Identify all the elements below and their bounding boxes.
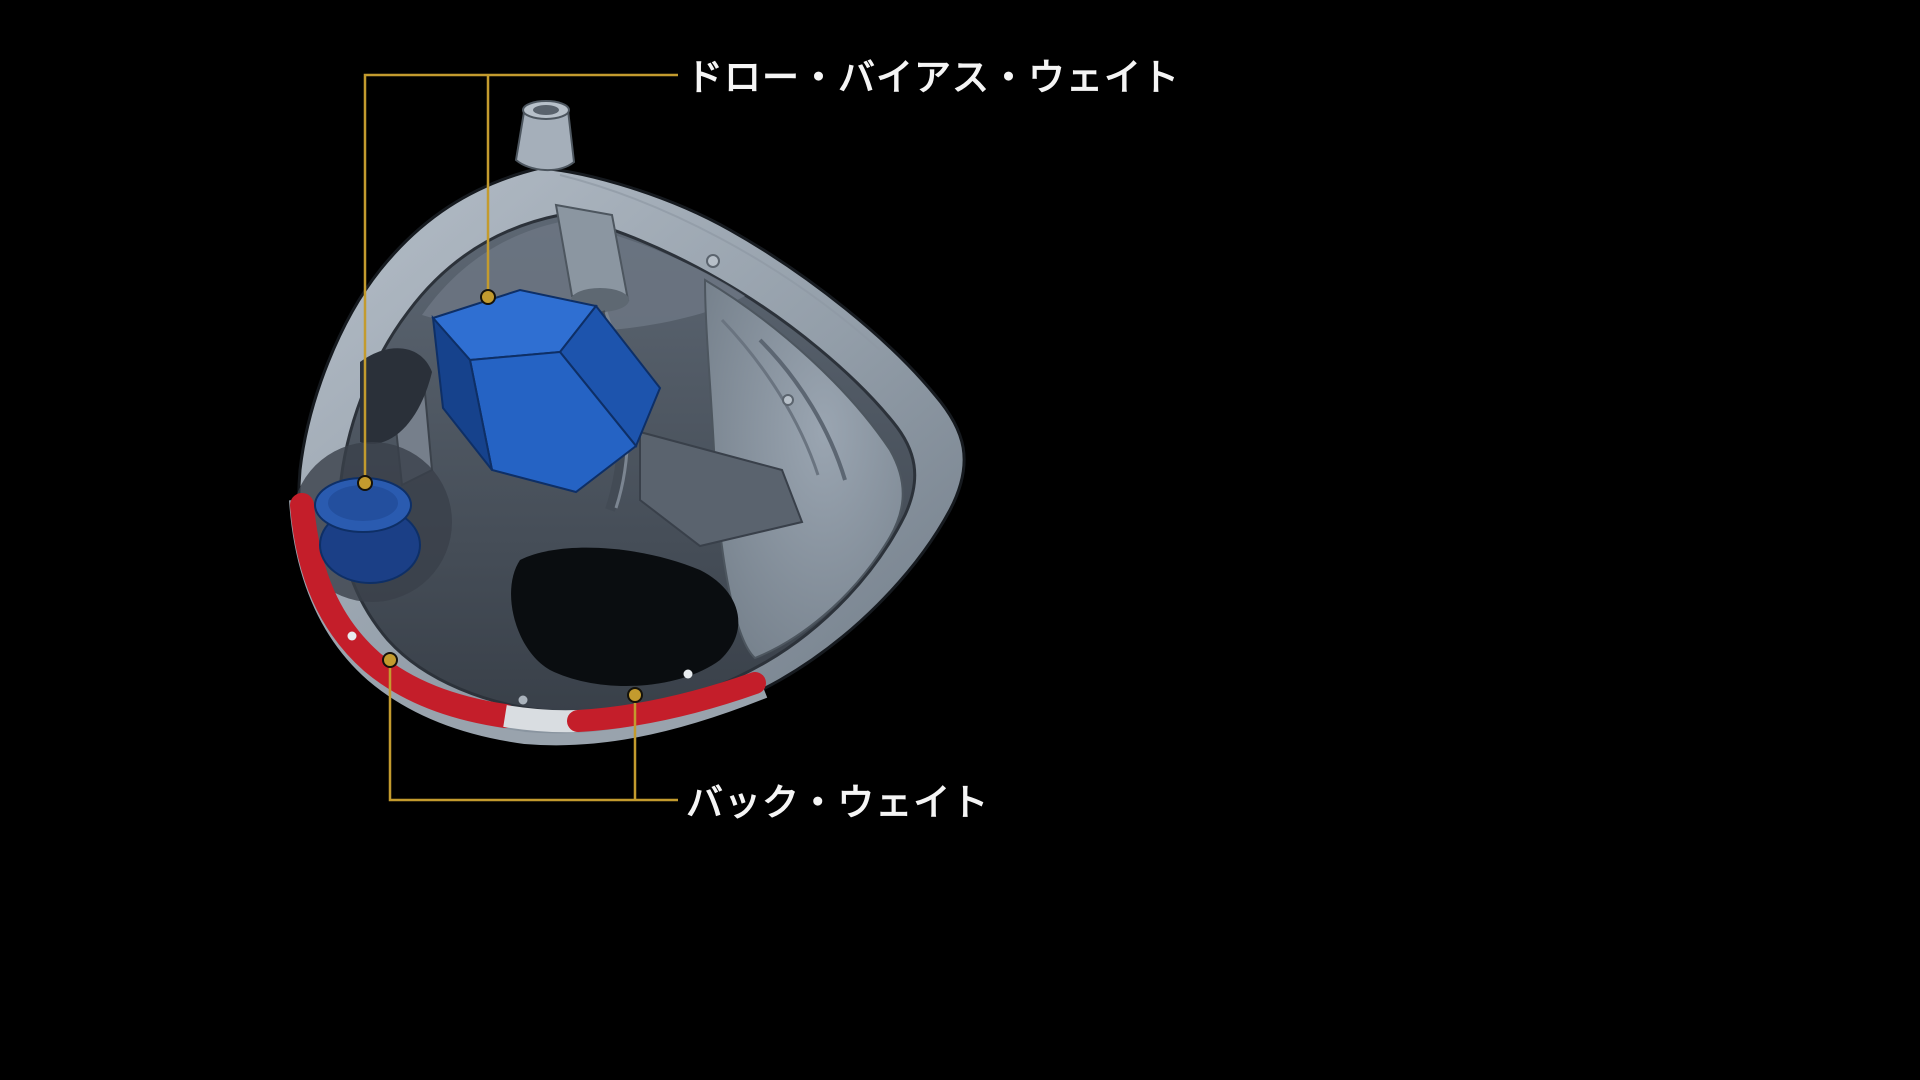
draw-bias-weight-block (431, 288, 662, 494)
face-groove-2 (720, 318, 820, 476)
callout-dot-block-weight (480, 289, 496, 305)
face-interior-wall (703, 278, 904, 660)
callout-line-back-weight (388, 660, 678, 802)
back-weight-left-segment (290, 493, 517, 728)
face-groove-1 (758, 338, 847, 481)
callout-dot-round-weight (357, 475, 373, 491)
callout-draw-bias (357, 73, 678, 491)
callout-back-weight (382, 652, 678, 802)
round-weight-inset (328, 485, 398, 521)
sole-opening (511, 547, 739, 687)
draw-bias-weight-round (314, 477, 421, 584)
crown-edge-line (559, 174, 881, 351)
rim-rivet-2 (518, 695, 528, 705)
screw-detail-1 (706, 254, 720, 268)
callout-dot-back-left (382, 652, 398, 668)
rim-rivet-1 (347, 631, 357, 641)
cavity-shadow-upper-left (360, 348, 432, 444)
callout-dot-back-right (627, 687, 643, 703)
sole-plate (639, 430, 804, 548)
callout-line-draw-bias (363, 73, 678, 483)
label-back-weight: バック・ウェイト (686, 782, 990, 824)
rim-rivet-3 (683, 669, 693, 679)
label-draw-bias-weight: ドロー・バイアス・ウェイト (686, 57, 1180, 99)
screw-detail-2 (782, 394, 794, 406)
block-left-face (431, 314, 493, 471)
back-weight-strip (290, 493, 766, 733)
block-front-face (468, 350, 638, 494)
hosel-bore (533, 105, 559, 115)
back-weight-right-segment (567, 672, 766, 732)
